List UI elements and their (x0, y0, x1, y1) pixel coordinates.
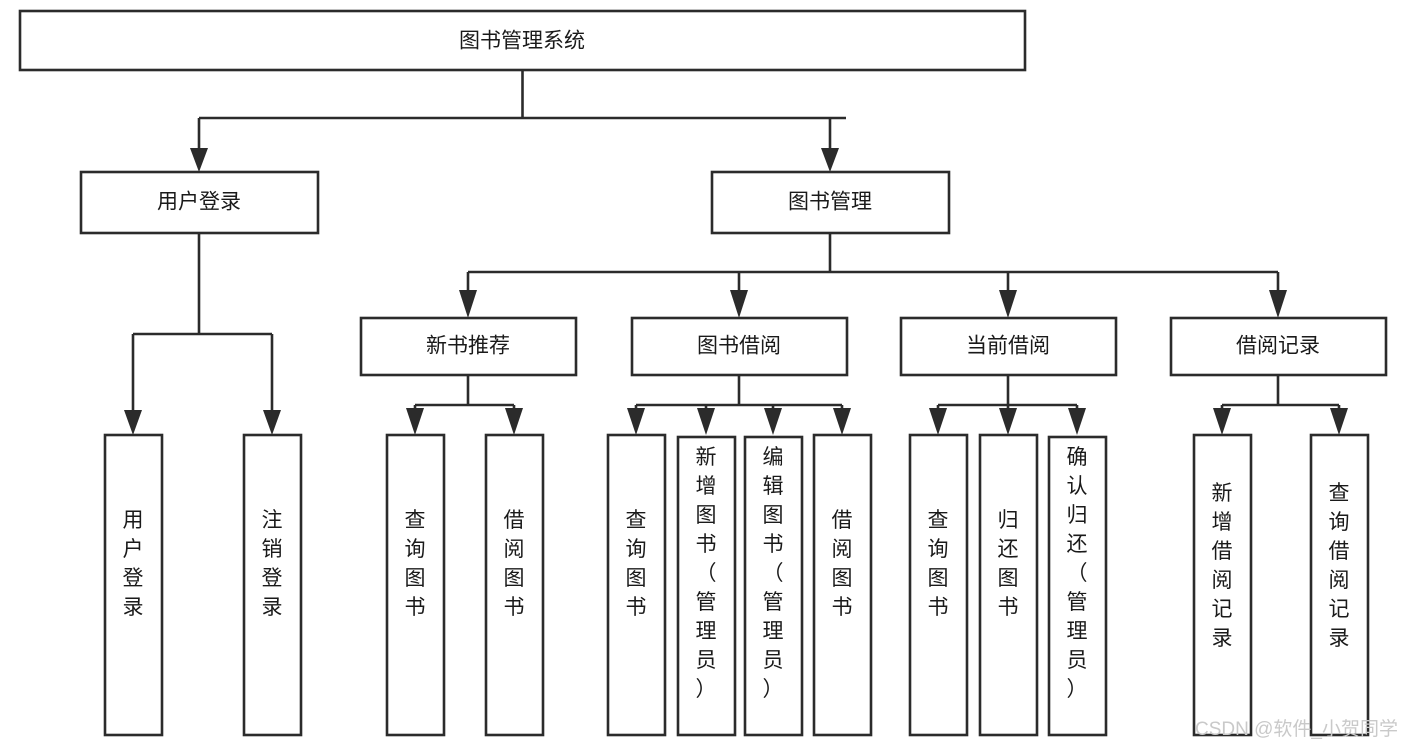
leaf-query-book-1-label: 查询图书 (405, 509, 426, 619)
node-book-manage-box[interactable] (710, 170, 951, 235)
leaf-add-book-box[interactable] (676, 435, 737, 737)
leaf-edit-book[interactable]: 编辑图书（管理员） (743, 435, 804, 737)
leaf-confirm-return-box[interactable] (1047, 435, 1108, 737)
leaf-user-login[interactable]: 用户登录 (103, 433, 164, 737)
leaf-add-book-label: 新增图书（管理员） (696, 446, 717, 701)
arrow-to-book-borrow (730, 290, 748, 318)
leaf-query-book-2-box[interactable] (606, 433, 667, 737)
leaf-borrow-book-1[interactable]: 借阅图书 (484, 433, 545, 737)
watermark-label: CSDN @软件_小贺同学 (1195, 718, 1398, 740)
node-borrow-record[interactable]: 借阅记录 (1169, 316, 1388, 377)
arrow-to-leaf-user-login (124, 410, 142, 435)
leaf-query-book-2[interactable]: 查询图书 (606, 433, 667, 737)
leaf-query-book-1[interactable]: 查询图书 (385, 433, 446, 737)
leaf-add-record-box[interactable] (1192, 433, 1253, 737)
leaf-edit-book-label: 编辑图书（管理员） (763, 446, 784, 701)
node-new-book-recommend-label: 新书推荐 (426, 335, 510, 358)
leaf-query-book-3[interactable]: 查询图书 (908, 433, 969, 737)
node-current-borrow-box[interactable] (899, 316, 1118, 377)
leaf-query-book-3-box[interactable] (908, 433, 969, 737)
arrow-to-leaf-query-record (1330, 408, 1348, 435)
arrow-to-leaf-query-book-2 (627, 408, 645, 435)
node-current-borrow-label: 当前借阅 (966, 335, 1050, 358)
leaf-user-logout[interactable]: 注销登录 (242, 433, 303, 737)
node-root-label: 图书管理系统 (459, 30, 585, 53)
leaf-user-login-box[interactable] (103, 433, 164, 737)
leaf-add-record[interactable]: 新增借阅记录 (1192, 433, 1253, 737)
node-book-borrow[interactable]: 图书借阅 (630, 316, 849, 377)
leaf-borrow-book-2-box[interactable] (812, 433, 873, 737)
node-book-manage[interactable]: 图书管理 (710, 170, 951, 235)
arrow-to-leaf-borrow-book-2 (833, 408, 851, 435)
leaf-query-book-1-box[interactable] (385, 433, 446, 737)
arrow-to-leaf-return-book (999, 408, 1017, 435)
arrow-to-leaf-user-logout (263, 410, 281, 435)
node-root[interactable]: 图书管理系统 (18, 9, 1027, 72)
arrow-to-leaf-edit-book (764, 408, 782, 435)
arrow-to-leaf-query-book-3 (929, 408, 947, 435)
arrow-to-leaf-borrow-book-1 (505, 408, 523, 435)
node-root-box[interactable] (18, 9, 1027, 72)
arrow-to-leaf-query-book-1 (406, 408, 424, 435)
arrow-to-leaf-confirm-return (1068, 408, 1086, 435)
leaf-query-record-label: 查询借阅记录 (1329, 482, 1350, 650)
leaf-edit-book-box[interactable] (743, 435, 804, 737)
node-user-login-box[interactable] (79, 170, 320, 235)
node-new-book-recommend-box[interactable] (359, 316, 578, 377)
arrow-to-leaf-add-record (1213, 408, 1231, 435)
arrow-to-new-book (459, 290, 477, 318)
arrow-to-borrow-record (1269, 290, 1287, 318)
leaf-user-logout-box[interactable] (242, 433, 303, 737)
node-borrow-record-box[interactable] (1169, 316, 1388, 377)
node-borrow-record-label: 借阅记录 (1236, 335, 1320, 358)
leaf-confirm-return-label: 确认归还（管理员） (1067, 446, 1088, 701)
node-new-book-recommend[interactable]: 新书推荐 (359, 316, 578, 377)
leaf-confirm-return[interactable]: 确认归还（管理员） (1047, 435, 1108, 737)
leaf-return-book[interactable]: 归还图书 (978, 433, 1039, 737)
leaf-borrow-book-2-label: 借阅图书 (832, 509, 853, 619)
leaf-user-logout-label: 注销登录 (262, 509, 283, 619)
leaf-query-record[interactable]: 查询借阅记录 (1309, 433, 1370, 737)
leaf-return-book-box[interactable] (978, 433, 1039, 737)
leaf-return-book-label: 归还图书 (998, 509, 1019, 619)
node-user-login[interactable]: 用户登录 (79, 170, 320, 235)
node-book-borrow-box[interactable] (630, 316, 849, 377)
leaf-borrow-book-2[interactable]: 借阅图书 (812, 433, 873, 737)
node-current-borrow[interactable]: 当前借阅 (899, 316, 1118, 377)
node-user-login-label: 用户登录 (157, 191, 241, 214)
arrow-to-book-manage (821, 148, 839, 172)
leaf-user-login-label: 用户登录 (123, 509, 144, 619)
leaf-query-record-box[interactable] (1309, 433, 1370, 737)
leaf-add-book[interactable]: 新增图书（管理员） (676, 435, 737, 737)
leaf-query-book-3-label: 查询图书 (928, 509, 949, 619)
arrow-to-current-borrow (999, 290, 1017, 318)
leaf-query-book-2-label: 查询图书 (626, 509, 647, 619)
leaf-borrow-book-1-box[interactable] (484, 433, 545, 737)
connector-layer (124, 70, 1348, 435)
leaf-add-record-label: 新增借阅记录 (1212, 482, 1233, 650)
node-book-manage-label: 图书管理 (788, 191, 872, 214)
leaf-borrow-book-1-label: 借阅图书 (504, 509, 525, 619)
node-book-borrow-label: 图书借阅 (697, 335, 781, 358)
arrow-to-user-login (190, 148, 208, 172)
arrow-to-leaf-add-book (697, 408, 715, 435)
